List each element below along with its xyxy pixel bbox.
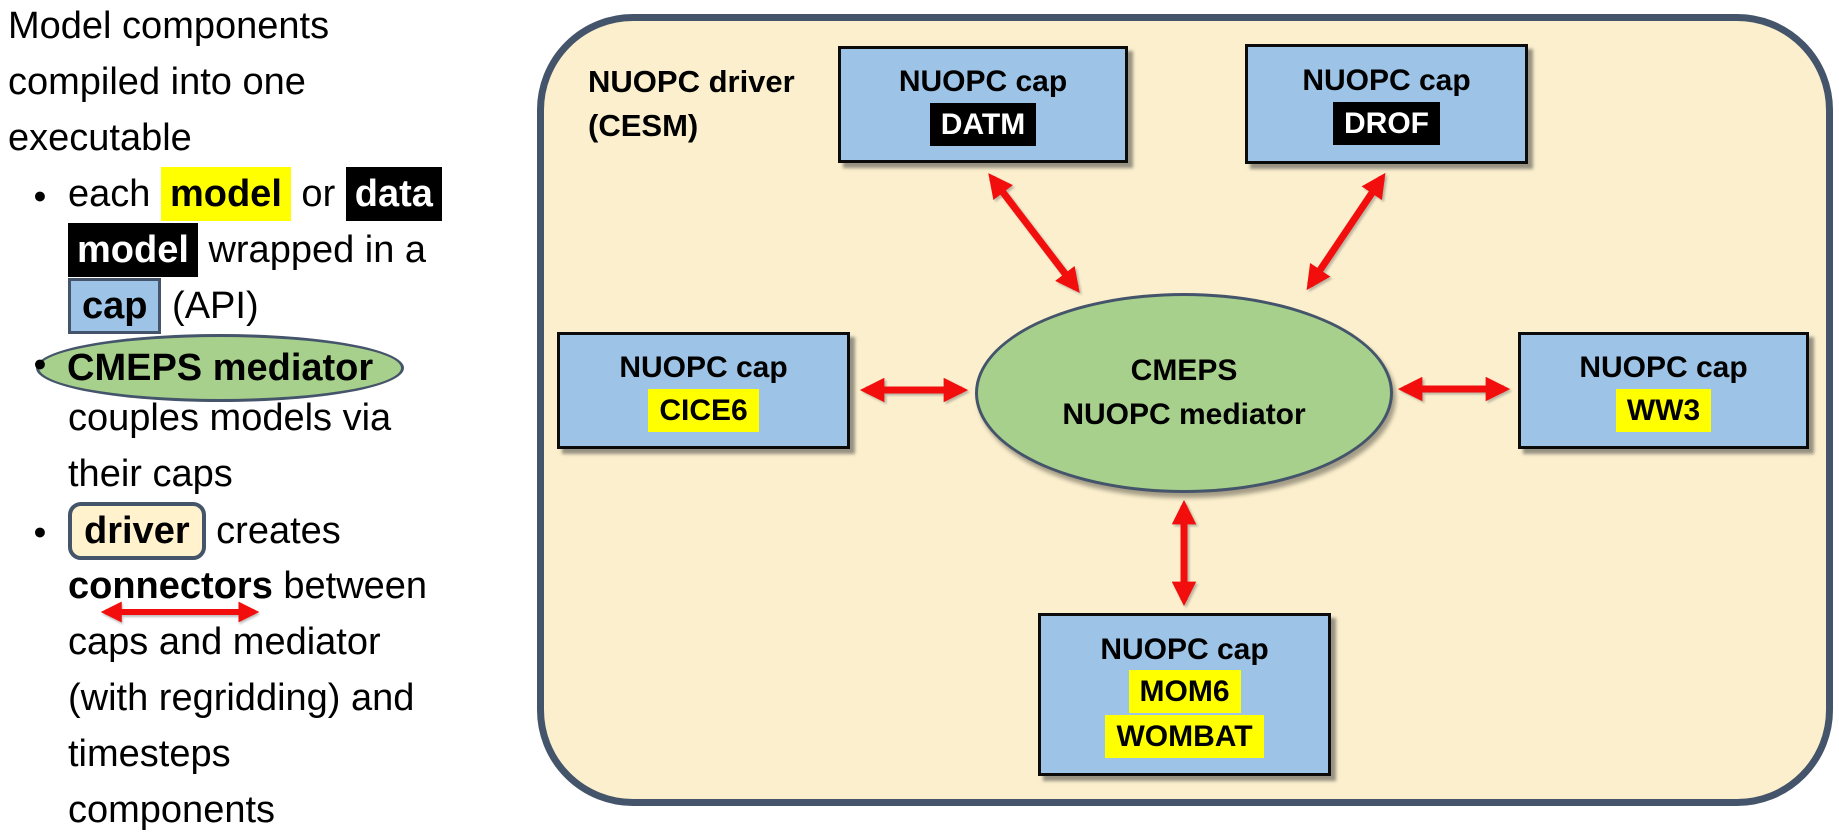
text: (with regridding) and: [68, 677, 415, 719]
text: couples models via: [68, 397, 392, 439]
bullet3-line-4: (with regridding) and: [6, 670, 536, 726]
bullet2-line-1: ●CMEPS mediator: [6, 334, 536, 402]
bullet3-line-5: timesteps: [6, 726, 536, 782]
nuopc-driver-label-line1: NUOPC driver: [588, 64, 795, 99]
left-panel: Model components compiled into one execu…: [6, 0, 536, 836]
highlight-model: model: [160, 167, 291, 221]
mediator-label-line2: NUOPC mediator: [1062, 398, 1306, 431]
cap-title: NUOPC cap: [619, 350, 788, 384]
text: components: [68, 789, 276, 831]
text: between: [272, 565, 428, 607]
bullet3-line-1: ● driver creates: [6, 502, 536, 560]
cap-box-cice6: NUOPC cap CICE6: [557, 332, 850, 449]
text: creates: [205, 510, 341, 552]
bullet-dot-icon: ●: [33, 518, 47, 544]
bullet3-line-3: caps and mediator: [6, 614, 536, 670]
text: timesteps: [68, 733, 231, 775]
cmeps-mediator-ellipse: CMEPS NUOPC mediator: [975, 293, 1393, 493]
bullet-dot-icon: ●: [33, 182, 47, 208]
heading-text: compiled into one: [8, 61, 306, 103]
cap-title: NUOPC cap: [1579, 350, 1748, 384]
text: (API): [161, 285, 259, 327]
cap-model-badge-drof: DROF: [1333, 102, 1440, 145]
bullet-dot-icon: ●: [33, 350, 47, 376]
cap-title: NUOPC cap: [898, 64, 1068, 98]
heading-line-3: executable: [6, 110, 536, 166]
cap-model-badge-mom6: MOM6: [1128, 669, 1241, 713]
cap-box-drof: NUOPC cap DROF: [1245, 44, 1528, 164]
bullet1-line-1: ● each model or data: [6, 166, 536, 222]
heading-line-1: Model components: [6, 0, 536, 54]
nuopc-driver-label-line2: (CESM): [588, 108, 699, 143]
bullet1-line-2: model wrapped in a: [6, 222, 536, 278]
text: their caps: [68, 453, 233, 495]
mediator-label-line1: CMEPS: [1130, 354, 1238, 387]
cap-model-badge-ww3: WW3: [1615, 388, 1712, 432]
cap-box-mom6-wombat: NUOPC cap MOM6 WOMBAT: [1038, 613, 1331, 776]
mediator-inline-ellipse: CMEPS mediator: [36, 334, 405, 402]
bullet3-line-2: connectors between: [6, 558, 536, 614]
cap-inline-box: cap: [68, 278, 162, 334]
heading-text: executable: [8, 117, 192, 159]
bullet3-line-6: components: [6, 782, 536, 836]
text: caps and mediator: [68, 621, 381, 663]
cap-model-badge-cice6: CICE6: [648, 388, 759, 432]
bullet2-line-3: their caps: [6, 446, 536, 502]
cap-title: NUOPC cap: [1100, 632, 1269, 666]
cap-title: NUOPC cap: [1302, 64, 1471, 97]
driver-inline-box: driver: [68, 502, 206, 560]
cap-model-badge-wombat: WOMBAT: [1105, 714, 1264, 758]
text: wrapped in a: [197, 229, 427, 271]
bullet1-line-3: cap (API): [6, 278, 536, 334]
text: or: [290, 173, 346, 215]
highlight-model: model: [68, 223, 198, 277]
cap-box-ww3: NUOPC cap WW3: [1518, 332, 1809, 449]
cap-box-datm: NUOPC cap DATM: [838, 46, 1128, 163]
highlight-data: data: [345, 167, 442, 221]
bullet2-line-2: couples models via: [6, 390, 536, 446]
heading-line-2: compiled into one: [6, 54, 536, 110]
nuopc-driver-label: NUOPC driver (CESM): [588, 60, 795, 148]
cap-model-badge-datm: DATM: [929, 102, 1037, 146]
heading-text: Model components: [8, 5, 330, 47]
connectors-bold-text: connectors: [68, 565, 273, 607]
text: each: [68, 173, 161, 215]
